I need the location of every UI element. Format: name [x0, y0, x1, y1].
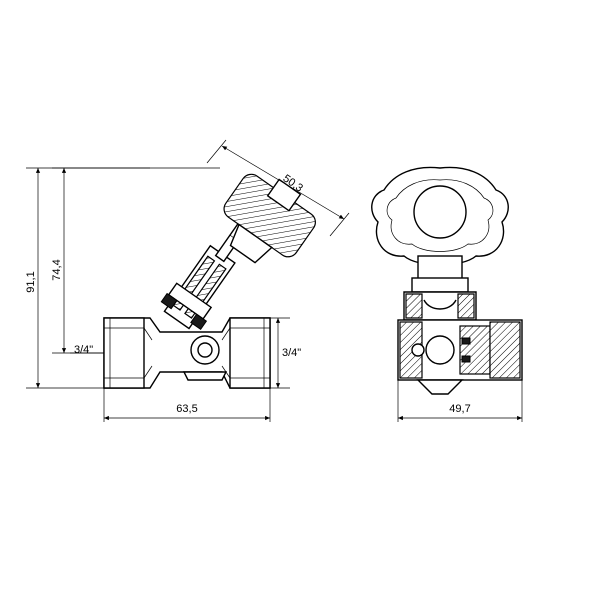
dim-side-width: 49,7	[397, 380, 523, 422]
body-length-label: 63,5	[176, 403, 197, 415]
stem-height-label: 74,4	[51, 259, 63, 280]
side-handwheel	[371, 166, 509, 266]
overall-height-label: 91,1	[25, 271, 37, 292]
dim-body-length: 63,5	[103, 388, 271, 422]
side-neck	[403, 255, 477, 321]
side-width-label: 49,7	[449, 403, 470, 415]
dim-inlet-thread: 3/4"	[70, 344, 104, 356]
dim-outlet-thread: 3/4"	[270, 317, 301, 389]
inlet-thread-label: 3/4"	[74, 344, 93, 356]
side-body	[397, 319, 523, 395]
outlet-thread-label: 3/4"	[282, 347, 301, 359]
valve-body	[103, 317, 271, 389]
front-view: 91,1 74,4 50,3 3/4" 3/4"	[25, 139, 350, 422]
side-view: 49,7	[371, 166, 523, 422]
